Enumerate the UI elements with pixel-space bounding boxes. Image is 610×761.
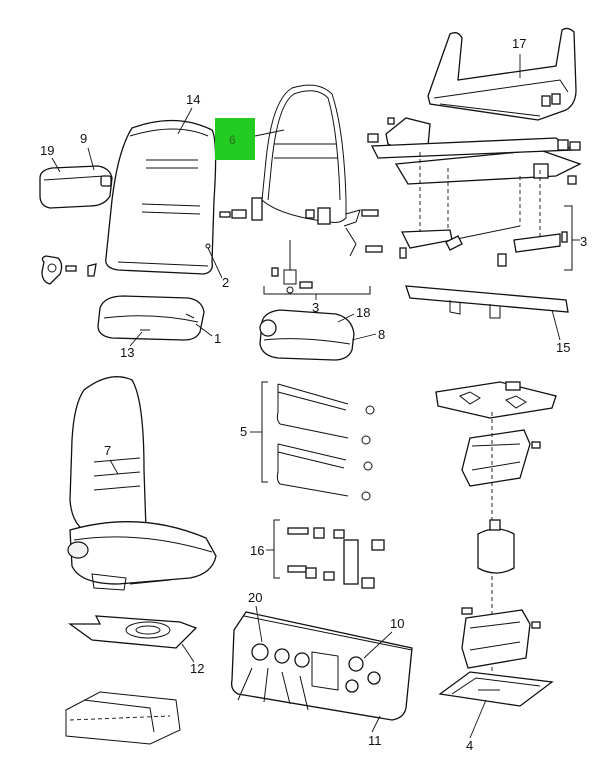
callout-8: 8 xyxy=(378,327,385,342)
headrest-part-8[interactable] xyxy=(259,309,355,361)
callout-4: 4 xyxy=(466,738,473,753)
callout-7: 7 xyxy=(104,443,111,458)
callout-3-right: 3 xyxy=(580,234,587,249)
callout-2: 2 xyxy=(222,275,229,290)
callout-19: 19 xyxy=(40,143,54,158)
suspension-scissor-lower[interactable] xyxy=(461,607,541,669)
callout-12: 12 xyxy=(190,661,204,676)
base-bracket-part-4[interactable] xyxy=(438,671,554,707)
shock-hardware-part-16[interactable] xyxy=(287,527,385,589)
adjuster-knob[interactable] xyxy=(41,255,97,285)
highlight-box-part-6[interactable] xyxy=(215,118,255,160)
armrest-part-9[interactable] xyxy=(39,165,113,209)
suspension-scissor-upper[interactable] xyxy=(461,429,541,487)
frame-hardware[interactable] xyxy=(219,209,383,294)
callout-20: 20 xyxy=(248,590,262,605)
lower-frame-assembly[interactable] xyxy=(65,691,181,745)
callout-15: 15 xyxy=(556,340,570,355)
swivel-plate-part-12[interactable] xyxy=(68,615,198,649)
suspension-top-plate[interactable] xyxy=(435,381,557,419)
callout-10: 10 xyxy=(390,616,404,631)
air-spring[interactable] xyxy=(477,519,515,574)
spring-rods-part-5[interactable] xyxy=(276,383,375,501)
callout-1: 1 xyxy=(214,331,221,346)
backrest-frame-part-6[interactable] xyxy=(251,84,347,225)
slide-rail-assembly[interactable] xyxy=(367,117,582,267)
seat-riser-part-17[interactable] xyxy=(427,27,577,121)
callout-16: 16 xyxy=(250,543,264,558)
seat-bottom-cushion-part-1[interactable] xyxy=(97,295,205,341)
callout-6: 6 xyxy=(229,133,236,147)
callout-17: 17 xyxy=(512,36,526,51)
callout-3-left: 3 xyxy=(312,300,319,315)
seat-back-cushion-part-14[interactable] xyxy=(105,119,217,275)
control-panel-part-11[interactable] xyxy=(230,611,413,721)
callout-14: 14 xyxy=(186,92,200,107)
callout-13: 13 xyxy=(120,345,134,360)
callout-9: 9 xyxy=(80,131,87,146)
callout-11: 11 xyxy=(368,733,382,748)
callout-18: 18 xyxy=(356,305,370,320)
complete-seat-part-7[interactable] xyxy=(67,376,217,591)
callout-5: 5 xyxy=(240,424,247,439)
crossbar-part-15[interactable] xyxy=(405,285,569,319)
